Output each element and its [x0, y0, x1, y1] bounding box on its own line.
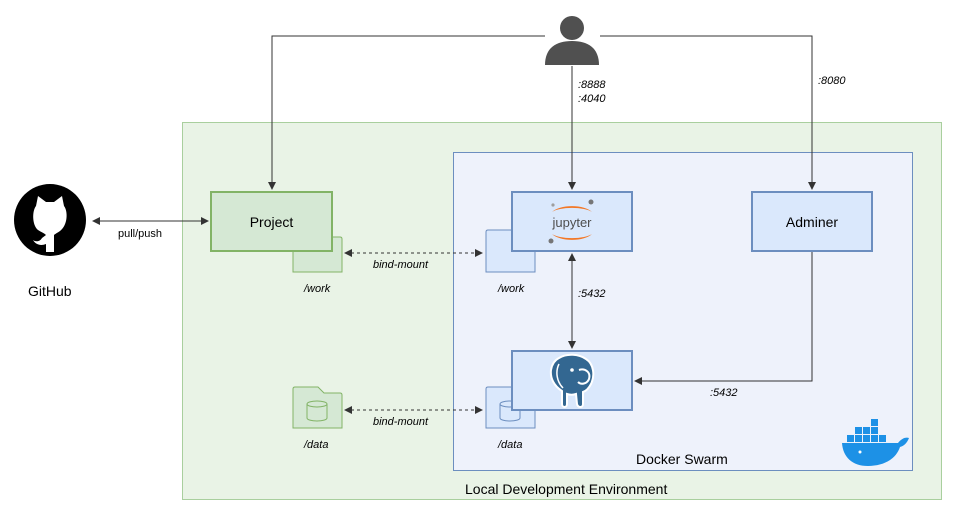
volume-postgres-data-label: /data [498, 439, 523, 451]
port-8080-label: :8080 [818, 75, 846, 87]
volume-local-data-label: /data [304, 439, 329, 451]
bind-mount-work-label: bind-mount [373, 259, 429, 271]
volume-jupyter-work-label: /work [498, 283, 525, 295]
postgresql-node[interactable] [511, 350, 633, 411]
pull-push-label: pull/push [118, 228, 163, 240]
jupyter-logo-text: jupyter [551, 215, 592, 230]
volume-project-work-label: /work [304, 283, 331, 295]
jupyter-logo-icon: jupyter [548, 199, 594, 243]
database-folder-icon [292, 386, 343, 429]
edge-adminer-postgres [634, 252, 813, 385]
project-label: Project [249, 213, 294, 230]
port-4040-label: :4040 [578, 93, 606, 105]
edge-user-project [268, 35, 545, 190]
local-development-environment-label: Local Development Environment [465, 481, 668, 497]
port-5432-adminer-postgres-label: :5432 [710, 387, 738, 399]
postgresql-elephant-icon [549, 353, 595, 408]
docker-whale-icon [842, 419, 909, 466]
user-icon [545, 16, 599, 65]
docker-swarm-label: Docker Swarm [636, 451, 728, 467]
edge-user-adminer [600, 35, 816, 190]
github-label: GitHub [28, 283, 72, 299]
bind-mount-data-label: bind-mount [373, 416, 429, 428]
github-icon [14, 184, 86, 256]
adminer-label: Adminer [785, 213, 839, 230]
jupyter-node[interactable]: jupyter [511, 191, 633, 252]
project-node[interactable]: Project [210, 191, 333, 252]
adminer-node[interactable]: Adminer [751, 191, 873, 252]
port-8888-label: :8888 [578, 79, 606, 91]
port-5432-jupyter-postgres-label: :5432 [578, 288, 606, 300]
